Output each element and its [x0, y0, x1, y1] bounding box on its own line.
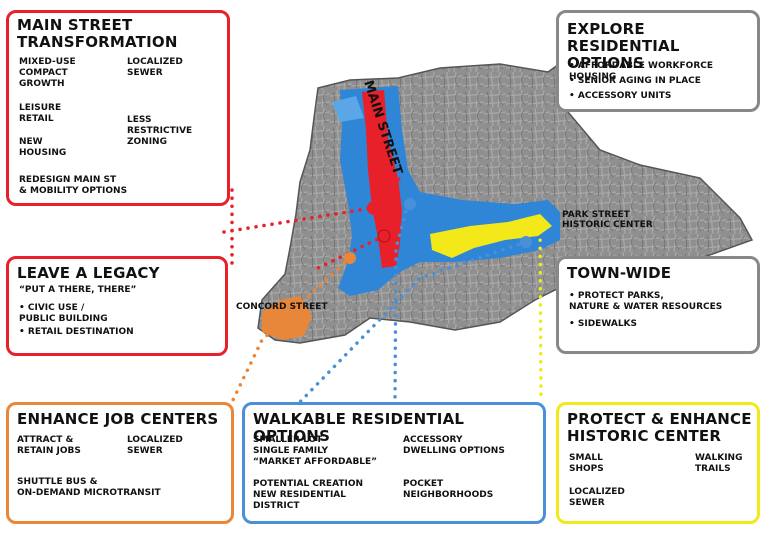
leisure-retail-item: LEISURE RETAIL [19, 103, 62, 124]
concord-marker [344, 252, 356, 264]
pocket-neighborhoods-item: POCKET NEIGHBORHOODS [403, 479, 494, 500]
historic-localized-sewer-item: LOCALIZED SEWER [569, 487, 625, 508]
historic-center-box: PROTECT & ENHANCE HISTORIC CENTER SMALL … [556, 402, 760, 524]
affordable-housing-item: • AFFORDABLE WORKFORCE HOUSING [569, 61, 714, 82]
park-street-label: PARK STREET HISTORIC CENTER [562, 210, 653, 230]
senior-aging-item: • SENIOR AGING IN PLACE [569, 76, 701, 86]
main-street-corridor [362, 90, 402, 268]
legacy-subtitle: “PUT A THERE, THERE” [19, 285, 137, 295]
protect-parks-item: • PROTECT PARKS, NATURE & WATER RESOURCE… [569, 291, 723, 312]
historic-center-area [430, 214, 552, 258]
residential-box-title: EXPLORE RESIDENTIAL OPTIONS [567, 20, 680, 72]
attract-jobs-item: ATTRACT & RETAIN JOBS [17, 435, 81, 456]
main-street-north-area [332, 96, 364, 122]
redesign-main-st-item: REDESIGN MAIN ST & MOBILITY OPTIONS [19, 175, 128, 196]
sidewalks-item: • SIDEWALKS [569, 319, 638, 329]
less-restrictive-zoning-item: LESS RESTRICTIVE ZONING [127, 115, 193, 147]
walkable-residential-box: WALKABLE RESIDENTIAL OPTIONS SMALLER LOT… [242, 402, 546, 524]
walkable-marker-north [404, 198, 416, 210]
retail-destination-item: • RETAIL DESTINATION [19, 327, 134, 337]
main-street-marker [367, 201, 381, 215]
historic-marker [534, 218, 546, 230]
legacy-marker [377, 229, 391, 243]
town-wide-box-title: TOWN-WIDE [567, 264, 672, 282]
jobs-box-title: ENHANCE JOB CENTERS [17, 410, 219, 428]
small-shops-item: SMALL SHOPS [569, 453, 604, 474]
enhance-job-centers-box: ENHANCE JOB CENTERS ATTRACT & RETAIN JOB… [6, 402, 234, 524]
walkable-marker-east [520, 236, 532, 248]
connector-lines [222, 188, 543, 404]
main-street-transformation-box: MAIN STREET TRANSFORMATION MIXED-USE COM… [6, 10, 230, 206]
shuttle-bus-item: SHUTTLE BUS & ON-DEMAND MICROTRANSIT [17, 477, 161, 498]
accessory-dwelling-item: ACCESSORY DWELLING OPTIONS [403, 435, 505, 456]
town-wide-box: TOWN-WIDE • PROTECT PARKS, NATURE & WATE… [556, 256, 760, 354]
civic-use-item: • CIVIC USE / PUBLIC BUILDING [19, 303, 108, 324]
explore-residential-box: EXPLORE RESIDENTIAL OPTIONS • AFFORDABLE… [556, 10, 760, 112]
accessory-units-item: • ACCESSORY UNITS [569, 91, 672, 101]
walking-trails-item: WALKING TRAILS [695, 453, 743, 474]
main-street-box-title: MAIN STREET TRANSFORMATION [17, 16, 178, 51]
jobs-localized-sewer-item: LOCALIZED SEWER [127, 435, 183, 456]
localized-sewer-item: LOCALIZED SEWER [127, 57, 183, 78]
historic-box-title: PROTECT & ENHANCE HISTORIC CENTER [567, 410, 752, 445]
leave-a-legacy-box: LEAVE A LEGACY “PUT A THERE, THERE” • CI… [6, 256, 228, 356]
legacy-box-title: LEAVE A LEGACY [17, 264, 160, 282]
new-residential-district-item: POTENTIAL CREATION NEW RESIDENTIAL DISTR… [253, 479, 364, 511]
new-housing-item: NEW HOUSING [19, 137, 67, 158]
smaller-lot-item: SMALLER LOT SINGLE FAMILY “MARKET AFFORD… [253, 435, 378, 467]
concord-street-label: CONCORD STREET [236, 302, 328, 312]
mixed-use-item: MIXED-USE COMPACT GROWTH [19, 57, 76, 89]
walkable-box-title: WALKABLE RESIDENTIAL OPTIONS [253, 410, 465, 445]
